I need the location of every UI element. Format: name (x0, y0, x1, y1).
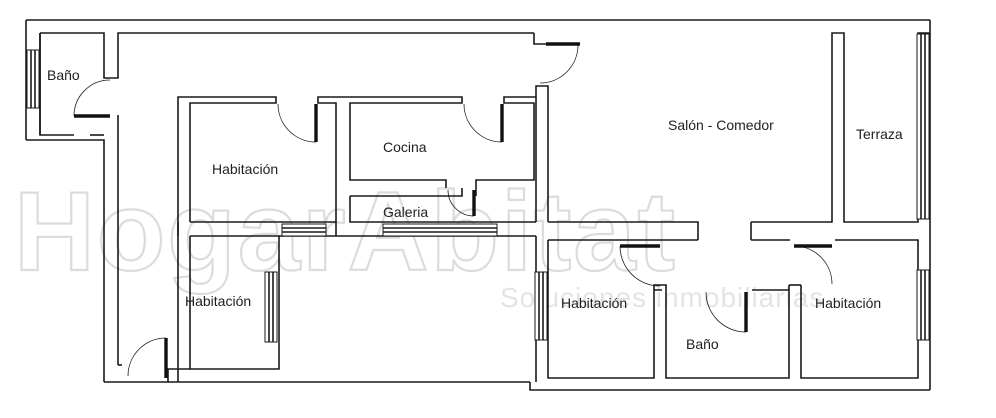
watermark-sub: Soluciones inmobiliarias (500, 282, 824, 313)
room-label-bano-left: Baño (47, 67, 80, 83)
window-bedroom-right-a (534, 271, 548, 341)
door-bedroom-upper-left (277, 103, 318, 143)
room-label-salon-comedor: Salón - Comedor (668, 117, 774, 133)
door-bedroom-lower-mid (619, 244, 661, 287)
watermark-main: HogarAbitat (14, 169, 677, 294)
window-bedroom-left (264, 271, 278, 343)
door-bedroom-lower-right (793, 244, 833, 285)
room-label-habitacion-lower-mid: Habitación (561, 295, 627, 311)
door-bathroom-left (73, 79, 111, 118)
room-label-habitacion-lower-right: Habitación (815, 295, 881, 311)
room-label-cocina: Cocina (383, 139, 427, 155)
room-labels: Baño Habitación Cocina Galeria Salón - C… (47, 67, 903, 352)
room-label-habitacion-lower-left: Habitación (185, 293, 251, 309)
door-bedroom-lower-left (127, 337, 168, 378)
bathroom-left-walls (39, 33, 122, 366)
room-label-bano-right: Baño (686, 336, 719, 352)
doors (73, 42, 833, 378)
watermark: HogarAbitat Soluciones inmobiliarias (13, 168, 824, 313)
inner-walls-lower (535, 236, 919, 382)
room-label-habitacion-upper-left: Habitación (212, 161, 278, 177)
windows (26, 33, 930, 343)
window-galeria (382, 223, 498, 237)
door-bathroom-right (705, 291, 748, 333)
door-entrance (539, 42, 580, 84)
room-label-galeria: Galeria (383, 204, 428, 220)
window-bathroom-left (26, 49, 40, 109)
window-hallway (281, 223, 327, 237)
room-label-terraza: Terraza (856, 126, 903, 142)
window-bedroom-right-b (916, 269, 930, 341)
door-kitchen (463, 103, 504, 143)
outer-walls (25, 19, 931, 391)
door-galeria (447, 189, 476, 217)
window-terrace (916, 33, 930, 220)
